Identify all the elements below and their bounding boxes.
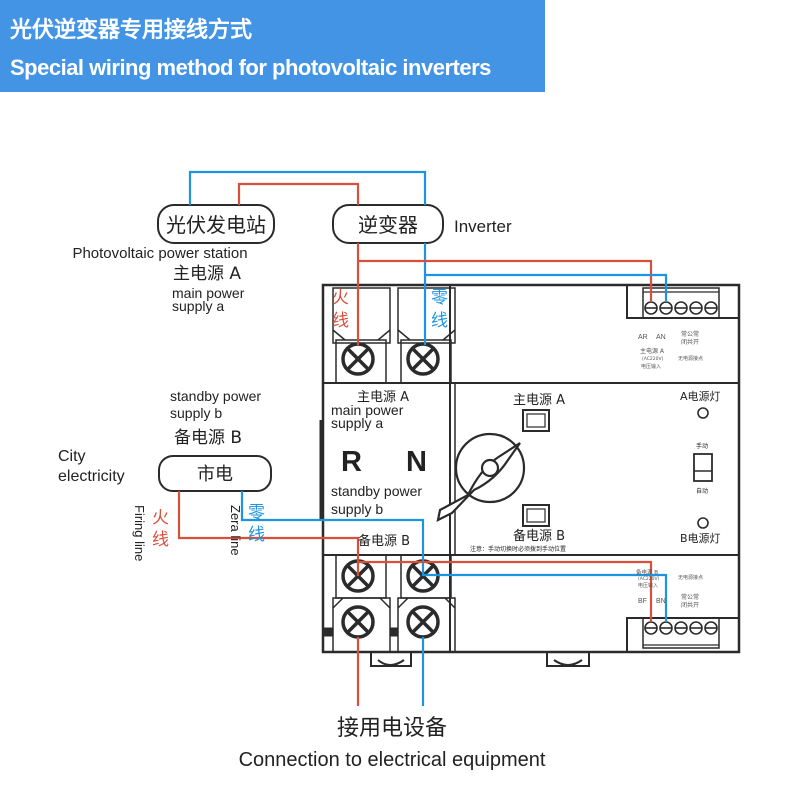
- neutral-label-top-2: 线: [431, 311, 448, 331]
- panel-n-label: N: [406, 446, 427, 478]
- title-en: Special wiring method for photovoltaic i…: [10, 55, 491, 80]
- city-neutral-wire: [240, 491, 425, 576]
- panel-main-en-1: main power: [331, 402, 404, 418]
- lamp-a-icon: [697, 407, 709, 419]
- top-contacts-label: 常公常: [681, 330, 699, 338]
- lamp-b-label: B电源灯: [680, 531, 721, 545]
- bf-label: BF: [638, 598, 647, 605]
- main-supply-en-1: main power: [172, 285, 245, 301]
- panel-standby-en-1: standby power: [331, 483, 422, 499]
- transfer-switch-body: [319, 283, 741, 667]
- center-standby-cn: 备电源 B: [513, 528, 565, 544]
- panel-main-en-2: supply a: [331, 415, 383, 431]
- city-live-wire: [177, 491, 360, 576]
- lamp-a-label: A电源灯: [680, 389, 721, 403]
- top-dry-label: 无电源接点: [678, 355, 703, 362]
- top-contacts2-label: 闭共开: [681, 338, 699, 346]
- panel-standby-cn: 备电源 B: [358, 533, 410, 549]
- city-power-box: [158, 455, 272, 492]
- inverter-label-cn: 逆变器: [358, 213, 418, 237]
- center-main-cn: 主电源 A: [513, 393, 565, 408]
- control-terminal-top: [644, 301, 718, 315]
- firing-line-label: Firing line: [132, 505, 147, 561]
- output-label-en: Connection to electrical equipment: [239, 749, 546, 771]
- status-window-main: [522, 409, 550, 432]
- wires: [177, 170, 668, 706]
- city-neutral-label-2: 线: [248, 525, 265, 545]
- terminal-top-neutral: [406, 342, 440, 376]
- terminal-output-live: [341, 605, 375, 639]
- pv-station-box: [157, 204, 275, 244]
- city-live-label-2: 线: [152, 530, 169, 550]
- rotary-handle[interactable]: [436, 432, 526, 522]
- panel-standby-en-2: supply b: [331, 501, 383, 517]
- neutral-label-top-1: 零: [431, 288, 448, 308]
- status-window-standby: [522, 504, 550, 527]
- terminal-output-neutral: [406, 605, 440, 639]
- neutral-to-an-wire: [425, 273, 668, 302]
- pv-station-label-cn: 光伏发电站: [166, 213, 266, 237]
- panel-r-label: R: [341, 446, 362, 478]
- inverter-label-en: Inverter: [454, 217, 512, 236]
- zero-line-label: Zera line: [228, 505, 243, 556]
- standby-supply-cn: 备电源 B: [174, 428, 242, 448]
- top-terminal-labels: AR AN 主电源 A (AC220V) 电压输入 常公常 闭共开 无电源接点: [638, 330, 703, 370]
- city-label-cn: 市电: [197, 464, 233, 485]
- main-supply-en-2: supply a: [172, 298, 224, 314]
- title-cn: 光伏逆变器专用接线方式: [10, 18, 253, 43]
- bottom-src-label: 备电源 B: [636, 568, 658, 576]
- live-to-ar-wire: [358, 259, 653, 302]
- bottom-contacts-label: 常公常: [681, 593, 699, 601]
- live-label-top-1: 火: [332, 288, 349, 308]
- standby-live-to-bf-wire: [358, 560, 653, 622]
- bottom-dry-label: 无电源接点: [678, 574, 703, 581]
- output-label-cn: 接用电设备: [337, 716, 447, 741]
- standby-neutral-to-bn-wire: [423, 573, 668, 622]
- auto-label: 自动: [696, 487, 708, 495]
- lamp-b-icon: [697, 517, 709, 529]
- live-label-top-2: 线: [332, 311, 349, 331]
- top-volt-label: (AC220V): [642, 356, 664, 362]
- city-label-en-2: electricity: [58, 468, 125, 485]
- bottom-input-label: 电压输入: [638, 582, 658, 589]
- an-label: AN: [656, 334, 666, 341]
- city-neutral-label-1: 零: [248, 503, 265, 523]
- city-live-label-1: 火: [152, 508, 169, 528]
- top-src-label: 主电源 A: [640, 347, 665, 355]
- manual-label: 手动: [696, 442, 708, 450]
- inverter-box: [332, 204, 444, 244]
- top-input-label: 电压输入: [641, 363, 661, 370]
- city-label-en-1: City: [58, 448, 86, 465]
- panel-main-cn: 主电源 A: [357, 390, 409, 405]
- manual-auto-toggle[interactable]: [693, 453, 713, 482]
- bottom-volt-label: (AC220V): [638, 576, 660, 582]
- standby-supply-en-2: supply b: [170, 405, 222, 421]
- ar-label: AR: [638, 334, 648, 341]
- pv-neutral-wire: [188, 170, 427, 205]
- bn-label: BN: [656, 598, 666, 605]
- main-supply-cn: 主电源 A: [173, 264, 241, 284]
- center-note: 注意：手动切换时必须拨到手动位置: [470, 545, 566, 553]
- bottom-terminal-labels: 备电源 B (AC220V) 电压输入 BF BN 无电源接点 常公常 闭共开: [636, 568, 703, 609]
- pv-station-label-en: Photovoltaic power station: [72, 245, 247, 262]
- control-terminal-bottom: [644, 621, 718, 635]
- standby-supply-en-1: standby power: [170, 388, 261, 404]
- terminal-top-live: [341, 342, 375, 376]
- title-banner: 光伏逆变器专用接线方式 Special wiring method for ph…: [0, 0, 545, 92]
- bottom-contacts2-label: 闭共开: [681, 601, 699, 609]
- pv-live-wire: [237, 182, 360, 205]
